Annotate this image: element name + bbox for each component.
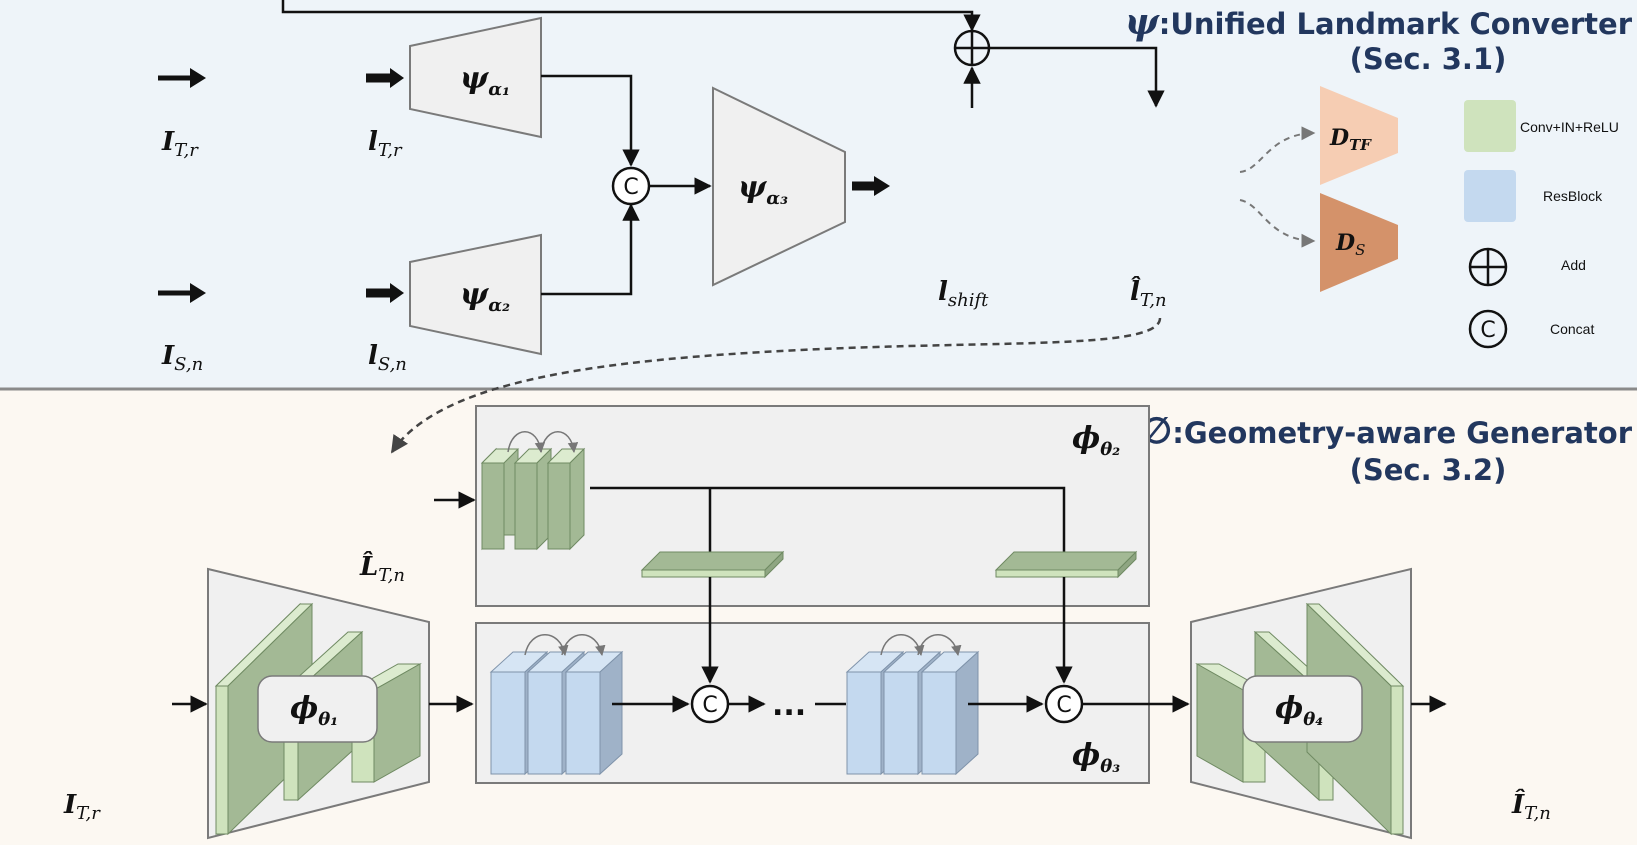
phi-theta2-label: ϕθ₂	[1072, 421, 1120, 460]
svg-text:C: C	[702, 693, 717, 718]
dashed-arrow-to-dtf	[1239, 126, 1316, 173]
svg-text:ψα₁: ψα₁	[460, 61, 510, 100]
resblock-1b	[526, 650, 586, 776]
add-output-line	[989, 46, 1165, 108]
label-i-sn: IS,n	[161, 341, 203, 375]
input-arrow-isn	[158, 283, 206, 303]
svg-text:DTF: DTF	[1329, 125, 1372, 154]
input-arrow-ltr	[366, 68, 404, 88]
psi-alpha3-block: ψα₃	[712, 86, 846, 287]
phi1-label: ϕθ₁	[290, 691, 338, 730]
concat-symbol-bottom-2: C	[1044, 684, 1084, 724]
input-arrow-itr	[158, 68, 206, 88]
res2-skip-arc-2	[917, 634, 962, 657]
legend-label-conv: Conv+IN+ReLU	[1520, 119, 1619, 135]
phi-theta4-decoder: ϕθ₄	[1190, 567, 1412, 840]
label-L-hat: L̂T,n	[359, 551, 405, 586]
phi-theta3-label: ϕθ₃	[1072, 738, 1120, 777]
svg-text:C: C	[1480, 318, 1495, 343]
svg-text:C: C	[1056, 693, 1071, 718]
label-l-sn: lS,n	[368, 341, 407, 375]
legend-swatch-resblock	[1464, 170, 1516, 222]
phi4-label: ϕθ₄	[1275, 691, 1323, 730]
res1-skip-arc-1	[524, 634, 569, 657]
phi2-output-line	[590, 486, 1066, 552]
generator-subtitle: (Sec. 3.2)	[1350, 453, 1507, 487]
phi2-conv-layer-2	[513, 447, 553, 551]
label-l-hat: l̂T,n	[1130, 276, 1167, 311]
legend-label-add: Add	[1561, 257, 1586, 273]
concat-symbol-bottom-1: C	[690, 684, 730, 724]
label-l-shift: lshift	[938, 277, 989, 311]
ellipsis: ...	[772, 688, 806, 723]
svg-text:DS: DS	[1335, 230, 1365, 259]
alpha1-to-concat	[541, 74, 640, 167]
legend-add-icon	[1468, 247, 1508, 287]
res2-skip-arc-1	[880, 634, 925, 657]
alpha3-output-arrow	[852, 176, 890, 196]
concat-symbol-top: C	[611, 166, 651, 206]
converter-title-text: :Unified Landmark Converter	[1159, 7, 1633, 41]
legend-concat-icon: C	[1468, 309, 1508, 349]
phi4-label-box	[1242, 675, 1363, 743]
label-i-hat: ÎT,n	[1511, 788, 1551, 824]
add-symbol	[953, 29, 991, 67]
phi2-plate-1	[640, 550, 785, 579]
generator-title-text: :Geometry-aware Generator	[1172, 416, 1632, 450]
svg-text:C: C	[623, 175, 638, 200]
phi1-label-box	[257, 675, 378, 743]
legend-label-resblock: ResBlock	[1543, 188, 1603, 204]
input-arrow-lsn	[366, 283, 404, 303]
legend-swatch-conv	[1464, 100, 1516, 152]
phi2-plate-2	[994, 550, 1138, 579]
phi2-conv-stack	[480, 431, 586, 551]
psi-alpha1-block: ψα₁	[409, 16, 542, 139]
resblock-stack-1	[489, 634, 624, 776]
svg-text:ψα₂: ψα₂	[460, 277, 510, 316]
svg-text:ψα₃: ψα₃	[738, 170, 788, 209]
converter-subtitle: (Sec. 3.1)	[1350, 42, 1507, 76]
phi2-skip-arc-1	[507, 431, 546, 454]
resblock-stack-2	[845, 634, 980, 776]
phi2-conv-layer-3	[546, 447, 586, 551]
legend-label-concat: Concat	[1550, 321, 1594, 337]
discriminator-dtf: DTF	[1320, 86, 1398, 185]
psi-symbol: ψ	[1125, 1, 1160, 43]
converter-title: ψ:Unified Landmark Converter	[1125, 1, 1633, 43]
psi-alpha2-block: ψα₂	[409, 233, 542, 356]
label-i-tr-bottom: IT,r	[63, 790, 101, 824]
label-i-tr-top: IT,r	[161, 127, 199, 161]
resblock-1c	[564, 650, 624, 776]
skip-line-top	[281, 0, 981, 32]
legend: Conv+IN+ReLU ResBlock Add C Concat	[1464, 100, 1619, 349]
resblock-2c	[920, 650, 980, 776]
res1-skip-arc-2	[561, 634, 606, 657]
generator-title: ∅:Geometry-aware Generator	[1141, 410, 1633, 452]
phi-theta1-encoder: ϕθ₁	[207, 567, 430, 840]
label-l-tr: lT,r	[368, 127, 403, 161]
discriminator-ds: DS	[1320, 193, 1398, 292]
alpha2-to-concat	[541, 203, 640, 296]
phi2-conv-layer-1	[480, 447, 520, 551]
dashed-arrow-to-ds	[1239, 199, 1316, 248]
phi2-skip-arc-2	[540, 431, 579, 454]
